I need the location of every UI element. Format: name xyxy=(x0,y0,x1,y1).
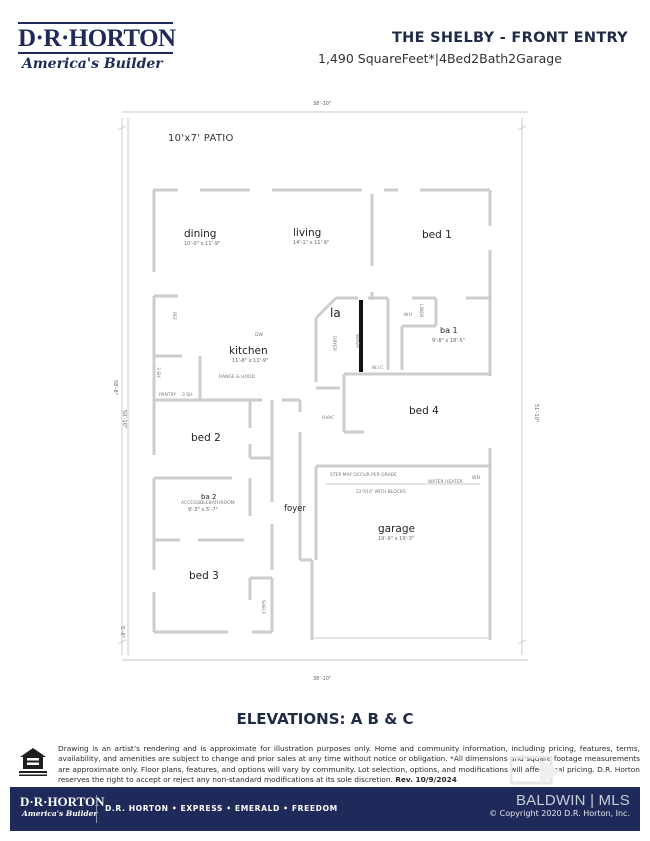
elevations-heading: ELEVATIONS: A B & C xyxy=(236,710,414,728)
dimension-left-inner: 50'-10" xyxy=(121,410,127,429)
fixture-wic: W.I.C. xyxy=(372,366,385,371)
logo-rule xyxy=(18,52,173,54)
fixture-opt-note: 22'X10' WITH BLOCKS xyxy=(356,490,406,495)
drhorton-logo: D·R·HORTON America's Builder xyxy=(18,22,176,72)
fixture-linen: LINEN xyxy=(418,304,423,318)
dimension-top: 38'-10" xyxy=(313,101,332,107)
floor-plan: 38'-10" 38'-10" 58'-8" 50'-10" 51'-10" 5… xyxy=(112,101,539,682)
footer-logo-tagline: America's Builder xyxy=(22,809,98,818)
disclaimer-revision: Rev. 10/9/2024 xyxy=(395,775,457,785)
logo-tagline: America's Builder xyxy=(22,56,163,72)
fixture-ref: REF xyxy=(171,312,176,321)
fixture-range: RANGE & HOOD xyxy=(219,375,256,380)
disclaimer-text: Drawing is an artist’s rendering and is … xyxy=(58,744,640,785)
floor-plan-walls xyxy=(117,111,528,661)
footer-logo-wordmark: D·R·HORTON xyxy=(20,794,105,809)
patio-label: 10'x7' PATIO xyxy=(168,133,234,144)
room-foyer: foyer xyxy=(284,504,306,514)
footer-copyright: © Copyright 2020 D.R. Horton, Inc. xyxy=(489,809,630,818)
room-bed4: bed 4 xyxy=(409,405,439,417)
dimension-left: 58'-8" xyxy=(112,380,118,396)
room-laundry: la xyxy=(330,306,341,320)
room-dining-size: 10'-0" x 11'-9" xyxy=(184,241,221,247)
room-bed3: bed 3 xyxy=(189,570,219,582)
equal-housing-icon xyxy=(19,748,47,776)
disclaimer: Drawing is an artist’s rendering and is … xyxy=(58,744,640,786)
room-ba2-size: 9'-3" x 5'-7" xyxy=(188,507,218,513)
fixture-wash: WASH xyxy=(354,334,359,348)
fixture-shelf-2: 3 SH xyxy=(182,393,193,398)
room-dining: dining xyxy=(184,228,217,240)
fixture-shelf-1: 3 SH xyxy=(155,367,160,378)
plan-title: THE SHELBY - FRONT ENTRY xyxy=(391,30,628,46)
room-garage: garage xyxy=(378,523,415,535)
footer-logo: D·R·HORTON America's Builder xyxy=(20,794,105,819)
footer-brands: D.R. HORTON • EXPRESS • EMERALD • FREEDO… xyxy=(105,804,338,813)
footer-divider xyxy=(96,795,97,823)
room-kitchen: kitchen xyxy=(229,345,268,357)
fixture-shelf-bed3: SHELF xyxy=(260,600,265,615)
room-living-size: 14'-1" x 11'-9" xyxy=(293,240,330,246)
room-ba1-size: 9'-8" x 18'-5" xyxy=(432,338,466,344)
plan-subtitle: 1,490 SquareFeet*|4Bed2Bath2Garage xyxy=(318,51,562,66)
mls-watermark-icon xyxy=(510,756,562,785)
room-living: living xyxy=(293,227,322,239)
fixture-wn: WN xyxy=(472,476,480,481)
room-ba1: ba 1 xyxy=(440,326,458,335)
room-ba2-note: ACCESSIBLEBATHROOM xyxy=(181,501,235,506)
room-garage-size: 19'-9" x 19'-3" xyxy=(378,536,415,542)
fixture-dryer: DRYER xyxy=(331,336,336,352)
fixture-step-note: STEP MAY OCCUR PER GRADE xyxy=(330,473,397,478)
logo-wordmark: D·R·HORTON xyxy=(18,25,176,52)
fixture-water-heater: WATER HEATER xyxy=(428,480,463,485)
fixture-hvac: HVAC xyxy=(322,416,335,421)
fixture-pantry: PANTRY xyxy=(159,393,177,398)
room-bed2: bed 2 xyxy=(191,432,221,444)
room-kitchen-size: 11'-8" x 11'-9" xyxy=(232,358,269,364)
dimension-right: 51'-10" xyxy=(533,404,539,423)
footer-bar: D·R·HORTON America's Builder D.R. HORTON… xyxy=(10,787,640,831)
fixture-wh: WH xyxy=(404,313,412,318)
fixture-dishwasher: DW xyxy=(255,333,263,338)
footer-mls-logo: BALDWIN | MLS xyxy=(515,792,630,809)
logo-rule xyxy=(18,22,173,24)
dimension-bottom-left: 5'-0" xyxy=(119,626,125,638)
room-ba2: ba 2 xyxy=(201,493,217,501)
dimension-bottom: 38'-10" xyxy=(313,676,332,682)
room-bed1: bed 1 xyxy=(422,229,452,241)
